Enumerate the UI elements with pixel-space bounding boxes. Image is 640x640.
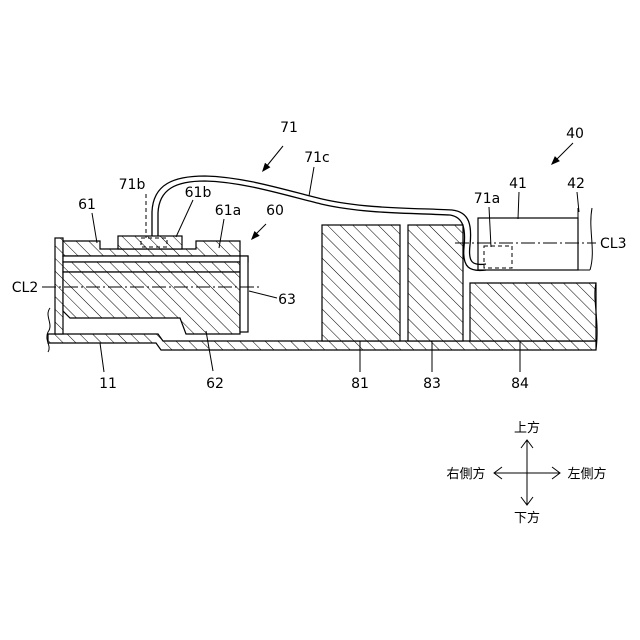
arrow-60-head bbox=[251, 231, 260, 240]
strip-63 bbox=[240, 256, 248, 332]
label-83: 83 bbox=[423, 376, 441, 392]
housing-left-wall bbox=[55, 238, 63, 334]
block-62 bbox=[63, 272, 240, 334]
block-81 bbox=[322, 225, 400, 341]
arrow-71-head bbox=[262, 163, 270, 172]
part-42-break-line bbox=[590, 208, 592, 270]
plate-61a bbox=[63, 262, 240, 272]
label-61a: 61a bbox=[215, 203, 241, 219]
label-41: 41 bbox=[509, 176, 527, 192]
block-83 bbox=[408, 225, 463, 341]
block-84 bbox=[470, 283, 596, 341]
label-62: 62 bbox=[206, 376, 224, 392]
arrow-71-shaft bbox=[266, 146, 283, 167]
label-40: 40 bbox=[566, 126, 584, 142]
thin-layer bbox=[63, 256, 248, 262]
arrow-60-shaft bbox=[256, 224, 266, 234]
label-63: 63 bbox=[278, 292, 296, 308]
break-line-left bbox=[47, 308, 50, 352]
direction-down-label: 下方 bbox=[514, 510, 540, 526]
leader-61b bbox=[176, 200, 193, 237]
label-61: 61 bbox=[78, 197, 96, 213]
label-71: 71 bbox=[280, 120, 298, 136]
label-61b: 61b bbox=[185, 185, 212, 201]
direction-right-side-label: 右側方 bbox=[446, 466, 485, 482]
label-84: 84 bbox=[511, 376, 529, 392]
leader-41 bbox=[518, 192, 519, 219]
label-71b: 71b bbox=[119, 177, 146, 193]
label-71c: 71c bbox=[304, 150, 330, 166]
label-cl3: CL3 bbox=[600, 236, 626, 252]
leader-61 bbox=[92, 213, 97, 243]
direction-left-side-label: 左側方 bbox=[567, 466, 606, 482]
leader-62 bbox=[206, 331, 213, 371]
connector-41 bbox=[478, 218, 578, 270]
leader-11 bbox=[100, 343, 104, 372]
label-11: 11 bbox=[99, 376, 117, 392]
direction-compass: 上方 下方 右側方 左側方 bbox=[446, 420, 606, 526]
direction-up-label: 上方 bbox=[514, 420, 540, 436]
label-81: 81 bbox=[351, 376, 369, 392]
label-71a: 71a bbox=[474, 191, 500, 207]
leader-63 bbox=[249, 291, 277, 298]
label-60: 60 bbox=[266, 203, 284, 219]
arrow-40-shaft bbox=[556, 143, 573, 160]
label-cl2: CL2 bbox=[12, 280, 38, 296]
leader-71c bbox=[309, 167, 314, 196]
label-42: 42 bbox=[567, 176, 585, 192]
